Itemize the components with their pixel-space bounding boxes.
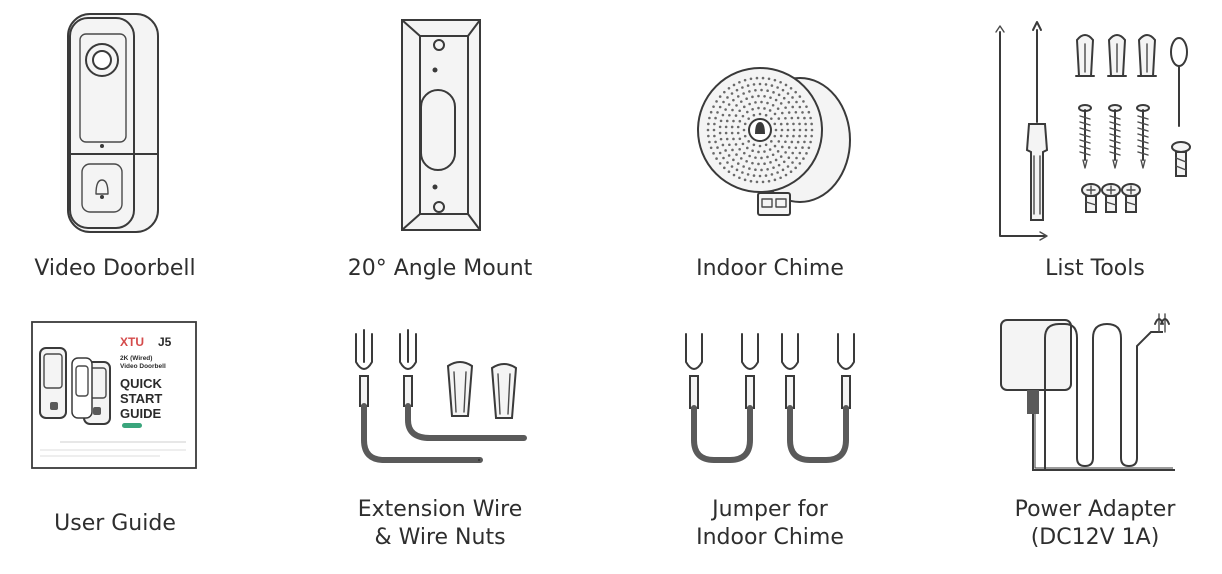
tools-illustration (995, 21, 1191, 241)
label-video-doorbell: Video Doorbell (34, 256, 196, 281)
label-user-guide: User Guide (54, 511, 176, 536)
item-jumper: Jumper for Indoor Chime (650, 310, 890, 574)
svg-text:J5: J5 (158, 335, 172, 349)
svg-text:Video Doorbell: Video Doorbell (120, 363, 166, 370)
item-angle-mount: 20° Angle Mount (320, 0, 560, 300)
guide-badge (122, 423, 142, 428)
jumper-illustration (685, 333, 855, 463)
item-extension-wire: Extension Wire & Wire Nuts (320, 310, 560, 574)
item-list-tools: List Tools (975, 0, 1215, 300)
item-video-doorbell: Video Doorbell (0, 0, 230, 300)
label-indoor-chime: Indoor Chime (696, 256, 844, 281)
label-list-tools: List Tools (1045, 256, 1145, 281)
indoor-chime-illustration (697, 67, 851, 216)
user-guide-illustration: XTU J5 2K (Wired) Video Doorbell QUICK S… (31, 321, 197, 469)
svg-text:QUICK: QUICK (120, 376, 163, 391)
label-jumper: Jumper for Indoor Chime (696, 497, 844, 550)
label-angle-mount: 20° Angle Mount (347, 256, 533, 281)
label-extension-wire: Extension Wire & Wire Nuts (357, 497, 523, 550)
power-adapter-illustration (1000, 313, 1175, 471)
angle-mount-illustration (401, 19, 481, 231)
svg-text:2K (Wired): 2K (Wired) (120, 355, 152, 362)
svg-text:XTU: XTU (120, 335, 144, 349)
item-user-guide: XTU J5 2K (Wired) Video Doorbell QUICK S… (0, 310, 230, 574)
item-indoor-chime: Indoor Chime (650, 0, 890, 300)
svg-text:START: START (120, 391, 162, 406)
svg-text:GUIDE: GUIDE (120, 406, 162, 421)
extension-wire-illustration (355, 329, 527, 463)
label-power-adapter: Power Adapter (DC12V 1A) (1014, 497, 1176, 550)
video-doorbell-illustration (67, 13, 159, 233)
item-power-adapter: Power Adapter (DC12V 1A) (975, 310, 1215, 574)
